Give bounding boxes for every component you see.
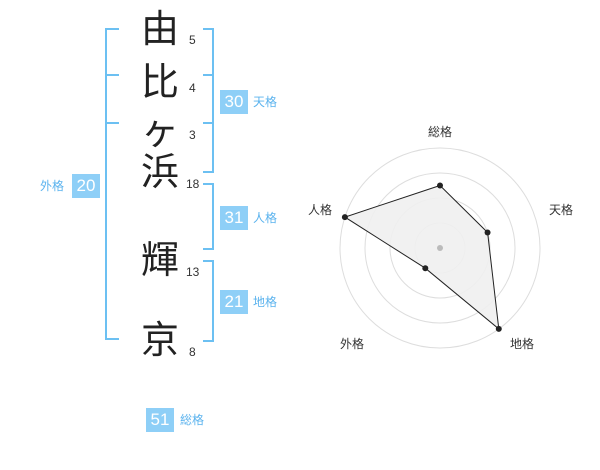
- bracket-tick: [105, 338, 119, 340]
- chikaku-value: 21: [220, 290, 248, 314]
- radar-ring: [339, 147, 541, 349]
- tenkaku-bracket: [212, 28, 214, 173]
- stroke-count-1: 5: [189, 33, 196, 47]
- radar-center: [437, 245, 443, 251]
- stroke-count-3: 3: [189, 128, 196, 142]
- chikaku-label: 地格: [253, 295, 278, 309]
- radar-points: [341, 182, 502, 332]
- radar-point: [437, 182, 443, 189]
- bracket-tick: [203, 171, 214, 173]
- bracket-tick: [203, 74, 214, 76]
- soukaku-label: 総格: [180, 413, 205, 427]
- name-char-4: 浜: [140, 150, 179, 194]
- bracket-tick: [203, 28, 214, 30]
- radar-label-tenkaku: 天格: [549, 203, 574, 217]
- bracket-tick: [203, 260, 214, 262]
- radar-label-chikaku: 地格: [510, 337, 535, 351]
- radar-point: [495, 325, 502, 332]
- radar-ring: [364, 172, 516, 324]
- bracket-tick: [203, 122, 214, 124]
- jinkaku-bracket: [212, 183, 214, 250]
- radar-point: [484, 229, 491, 236]
- bracket-tick: [105, 122, 119, 124]
- gaikaku-bracket: [105, 28, 107, 340]
- stroke-count-5: 13: [186, 265, 200, 279]
- radar-chart: [339, 147, 541, 349]
- tenkaku-label: 天格: [253, 95, 278, 109]
- name-char-1: 由: [140, 7, 179, 51]
- radar-area: [343, 184, 500, 331]
- name-char-2: 比: [140, 60, 179, 104]
- radar-point: [341, 214, 348, 221]
- jinkaku-value: 31: [220, 206, 248, 230]
- bracket-tick: [203, 183, 214, 185]
- radar-label-gaikaku: 外格: [340, 337, 365, 351]
- bracket-tick: [203, 248, 214, 250]
- name-char-3: ヶ: [140, 109, 179, 153]
- stroke-count-6: 8: [189, 345, 196, 359]
- radar-point: [422, 265, 429, 272]
- bracket-tick: [203, 340, 214, 342]
- soukaku-value: 51: [146, 408, 174, 432]
- bracket-tick: [105, 28, 119, 30]
- jinkaku-label: 人格: [253, 211, 278, 225]
- name-char-5: 輝: [140, 238, 179, 282]
- gaikaku-value: 20: [72, 174, 100, 198]
- name-char-6: 京: [140, 318, 179, 362]
- stroke-count-4: 18: [186, 177, 200, 191]
- bracket-tick: [105, 74, 119, 76]
- stroke-count-2: 4: [189, 81, 196, 95]
- chikaku-bracket: [212, 260, 214, 342]
- radar-label-jinkaku: 人格: [308, 203, 333, 217]
- radar-label-soukaku: 総格: [428, 125, 453, 139]
- gaikaku-label: 外格: [40, 179, 65, 193]
- tenkaku-value: 30: [220, 90, 248, 114]
